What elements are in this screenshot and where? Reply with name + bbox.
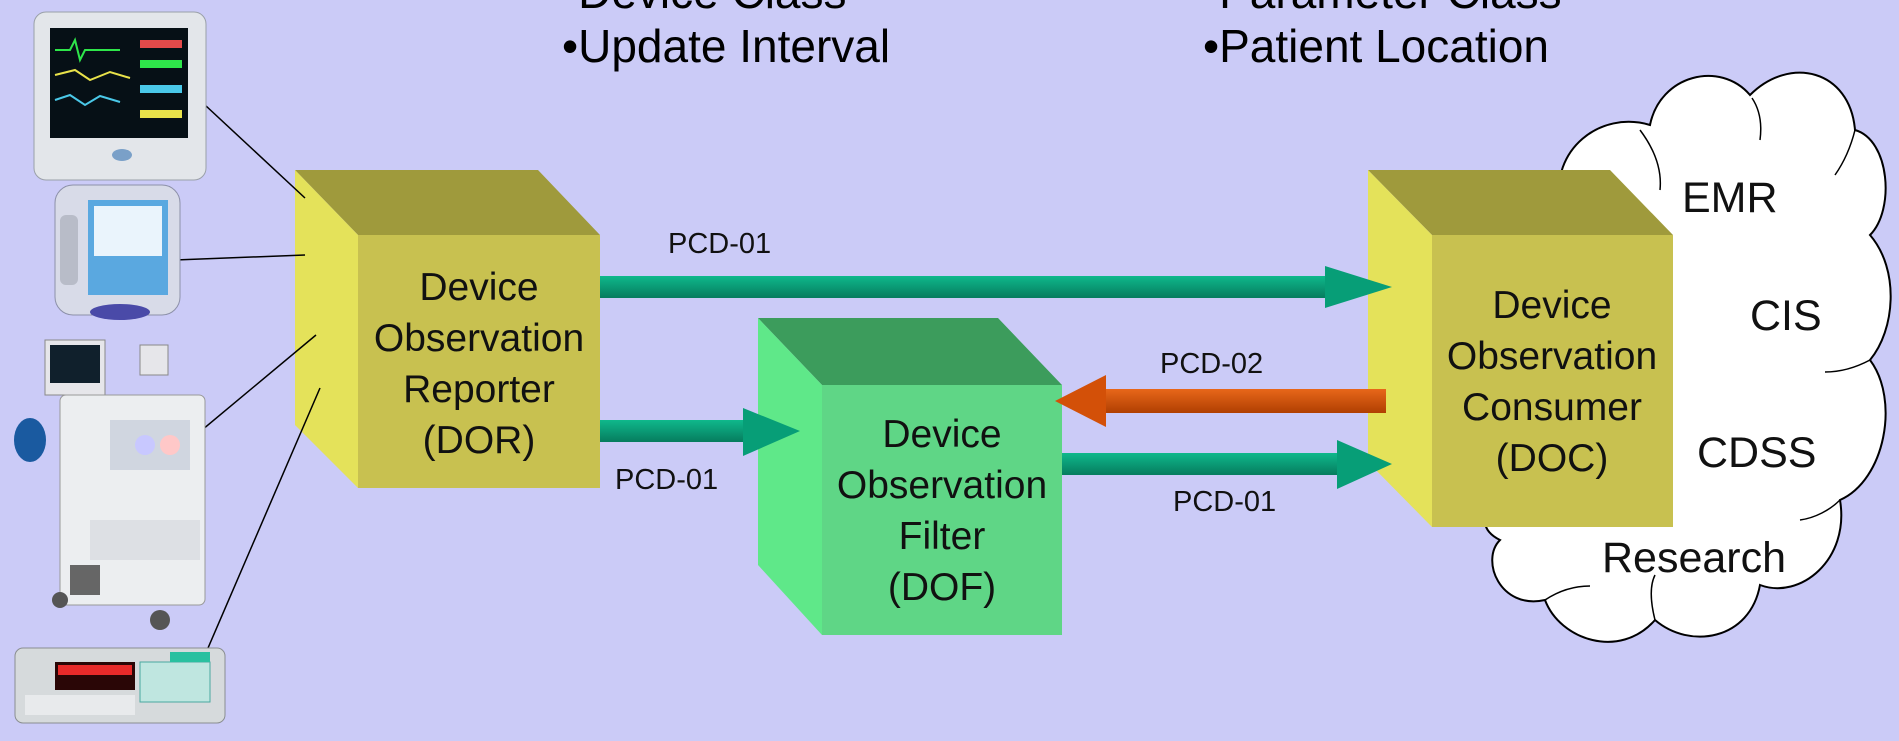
doc-label-line-4: (DOC) (1496, 437, 1609, 480)
dof-label-line-1: Device (882, 413, 1001, 456)
doc-label-line-2: Observation (1447, 335, 1657, 378)
label-pcd01-top: PCD-01 (668, 228, 771, 260)
arrow-dor-to-dof (600, 408, 800, 456)
infusion-pump-image (54, 184, 181, 320)
arrow-dor-to-doc (600, 266, 1392, 308)
patient-monitor-image (33, 11, 207, 181)
dof-label-line-3: Filter (899, 515, 986, 558)
dor-label-line-1: Device (419, 266, 538, 309)
dof-label-line-2: Observation (837, 464, 1047, 507)
cloud-item-emr: EMR (1682, 174, 1778, 222)
cloud-item-research: Research (1602, 534, 1786, 582)
anesthesia-workstation-image (14, 339, 206, 630)
arrow-dof-to-doc (1062, 440, 1392, 489)
cloud-item-cdss: CDSS (1697, 429, 1816, 477)
bullet-parameter-class: •Parameter Class (1203, 0, 1562, 18)
arrow-doc-to-dof (1055, 375, 1386, 427)
dof-box (758, 318, 1062, 635)
cloud-item-cis: CIS (1750, 292, 1822, 340)
bullet-patient-location: •Patient Location (1203, 20, 1549, 72)
label-pcd02: PCD-02 (1160, 348, 1263, 380)
syringe-pump-image (14, 647, 226, 724)
dor-label-line-3: Reporter (403, 368, 555, 411)
dor-label-line-4: (DOR) (423, 419, 536, 462)
label-pcd01-left: PCD-01 (615, 464, 718, 496)
dof-label-line-4: (DOF) (888, 566, 996, 609)
doc-label-line-3: Consumer (1462, 386, 1642, 429)
bullet-device-class: •Device Class (562, 0, 847, 18)
doc-label-line-1: Device (1492, 284, 1611, 327)
doc-box (1368, 170, 1673, 527)
dor-label-line-2: Observation (374, 317, 584, 360)
bullet-update-interval: •Update Interval (562, 20, 890, 72)
label-pcd01-bottom: PCD-01 (1173, 486, 1276, 518)
